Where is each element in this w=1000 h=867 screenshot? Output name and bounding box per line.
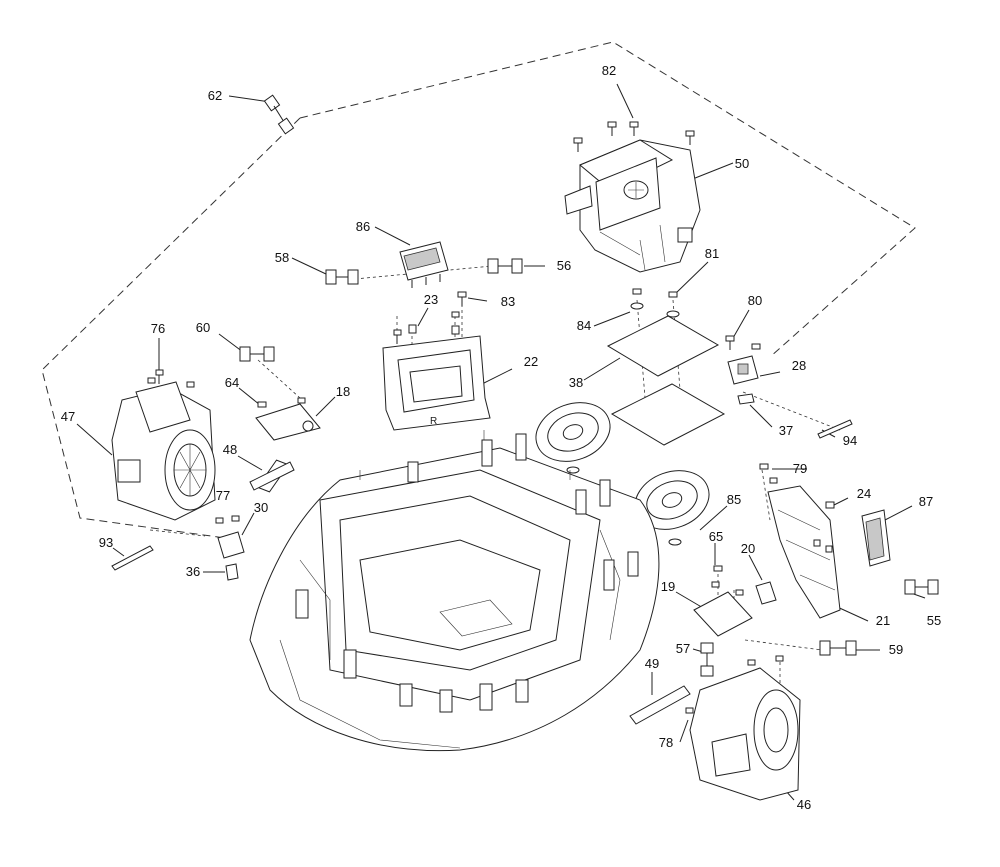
callout-47: 47 xyxy=(60,409,76,424)
part-19-board xyxy=(693,565,753,637)
callout-18: 18 xyxy=(335,384,351,399)
callout-21: 21 xyxy=(875,613,891,628)
callout-85: 85 xyxy=(726,492,742,507)
callout-28: 28 xyxy=(791,358,807,373)
callout-22: 22 xyxy=(523,354,539,369)
callout-48: 48 xyxy=(222,442,238,457)
callout-83: 83 xyxy=(500,294,516,309)
callout-78: 78 xyxy=(658,735,674,750)
part-30-switch xyxy=(215,515,245,581)
assembly-boundary-dashed xyxy=(299,41,916,358)
part-21-side-cover xyxy=(759,463,841,619)
main-chassis xyxy=(249,430,660,752)
callout-80: 80 xyxy=(747,293,763,308)
callout-82: 82 xyxy=(601,63,617,78)
callout-46: 46 xyxy=(796,797,812,812)
callout-81: 81 xyxy=(704,246,720,261)
part-62-rod xyxy=(263,94,295,135)
callout-76: 76 xyxy=(150,321,166,336)
callout-37: 37 xyxy=(778,423,794,438)
screws-76 xyxy=(147,369,195,388)
svg-text:R: R xyxy=(430,416,437,427)
callout-36: 36 xyxy=(185,564,201,579)
part-22-bracket: R xyxy=(382,335,491,431)
callout-64: 64 xyxy=(224,375,240,390)
screws-23-83 xyxy=(393,291,467,344)
screws-82 xyxy=(573,121,695,152)
part-18-board xyxy=(255,397,321,441)
callout-57: 57 xyxy=(675,641,691,656)
callout-59: 59 xyxy=(888,642,904,657)
callout-84: 84 xyxy=(576,318,592,333)
callout-60: 60 xyxy=(195,320,211,335)
part-87-bracket xyxy=(861,509,891,567)
link-rods xyxy=(239,258,939,677)
callout-87: 87 xyxy=(918,494,934,509)
part-50-fan-housing xyxy=(564,139,701,273)
callout-20: 20 xyxy=(740,541,756,556)
callout-49: 49 xyxy=(644,656,660,671)
part-20-pad xyxy=(755,581,777,605)
callout-30: 30 xyxy=(253,500,269,515)
callout-79: 79 xyxy=(792,461,808,476)
callout-19: 19 xyxy=(660,579,676,594)
callout-62: 62 xyxy=(207,88,223,103)
part-85-fans xyxy=(535,402,710,546)
callout-94: 94 xyxy=(842,433,858,448)
callout-93: 93 xyxy=(98,535,114,550)
callout-50: 50 xyxy=(734,156,750,171)
callout-86: 86 xyxy=(355,219,371,234)
callout-38: 38 xyxy=(568,375,584,390)
part-47-left-drive xyxy=(111,381,216,521)
callout-77: 77 xyxy=(215,488,231,503)
part-49-tube xyxy=(629,685,691,725)
part-93-rod xyxy=(111,545,154,571)
callout-24: 24 xyxy=(856,486,872,501)
part-46-right-drive xyxy=(685,655,801,801)
part-86-switch xyxy=(399,241,449,288)
callout-58: 58 xyxy=(274,250,290,265)
part-38-plates xyxy=(606,288,726,446)
callout-65: 65 xyxy=(708,529,724,544)
callout-55: 55 xyxy=(926,613,942,628)
callout-23: 23 xyxy=(423,292,439,307)
part-28-sensor xyxy=(725,335,853,439)
leader-lines xyxy=(76,83,926,801)
part-48-tube xyxy=(249,459,295,493)
callout-56: 56 xyxy=(556,258,572,273)
